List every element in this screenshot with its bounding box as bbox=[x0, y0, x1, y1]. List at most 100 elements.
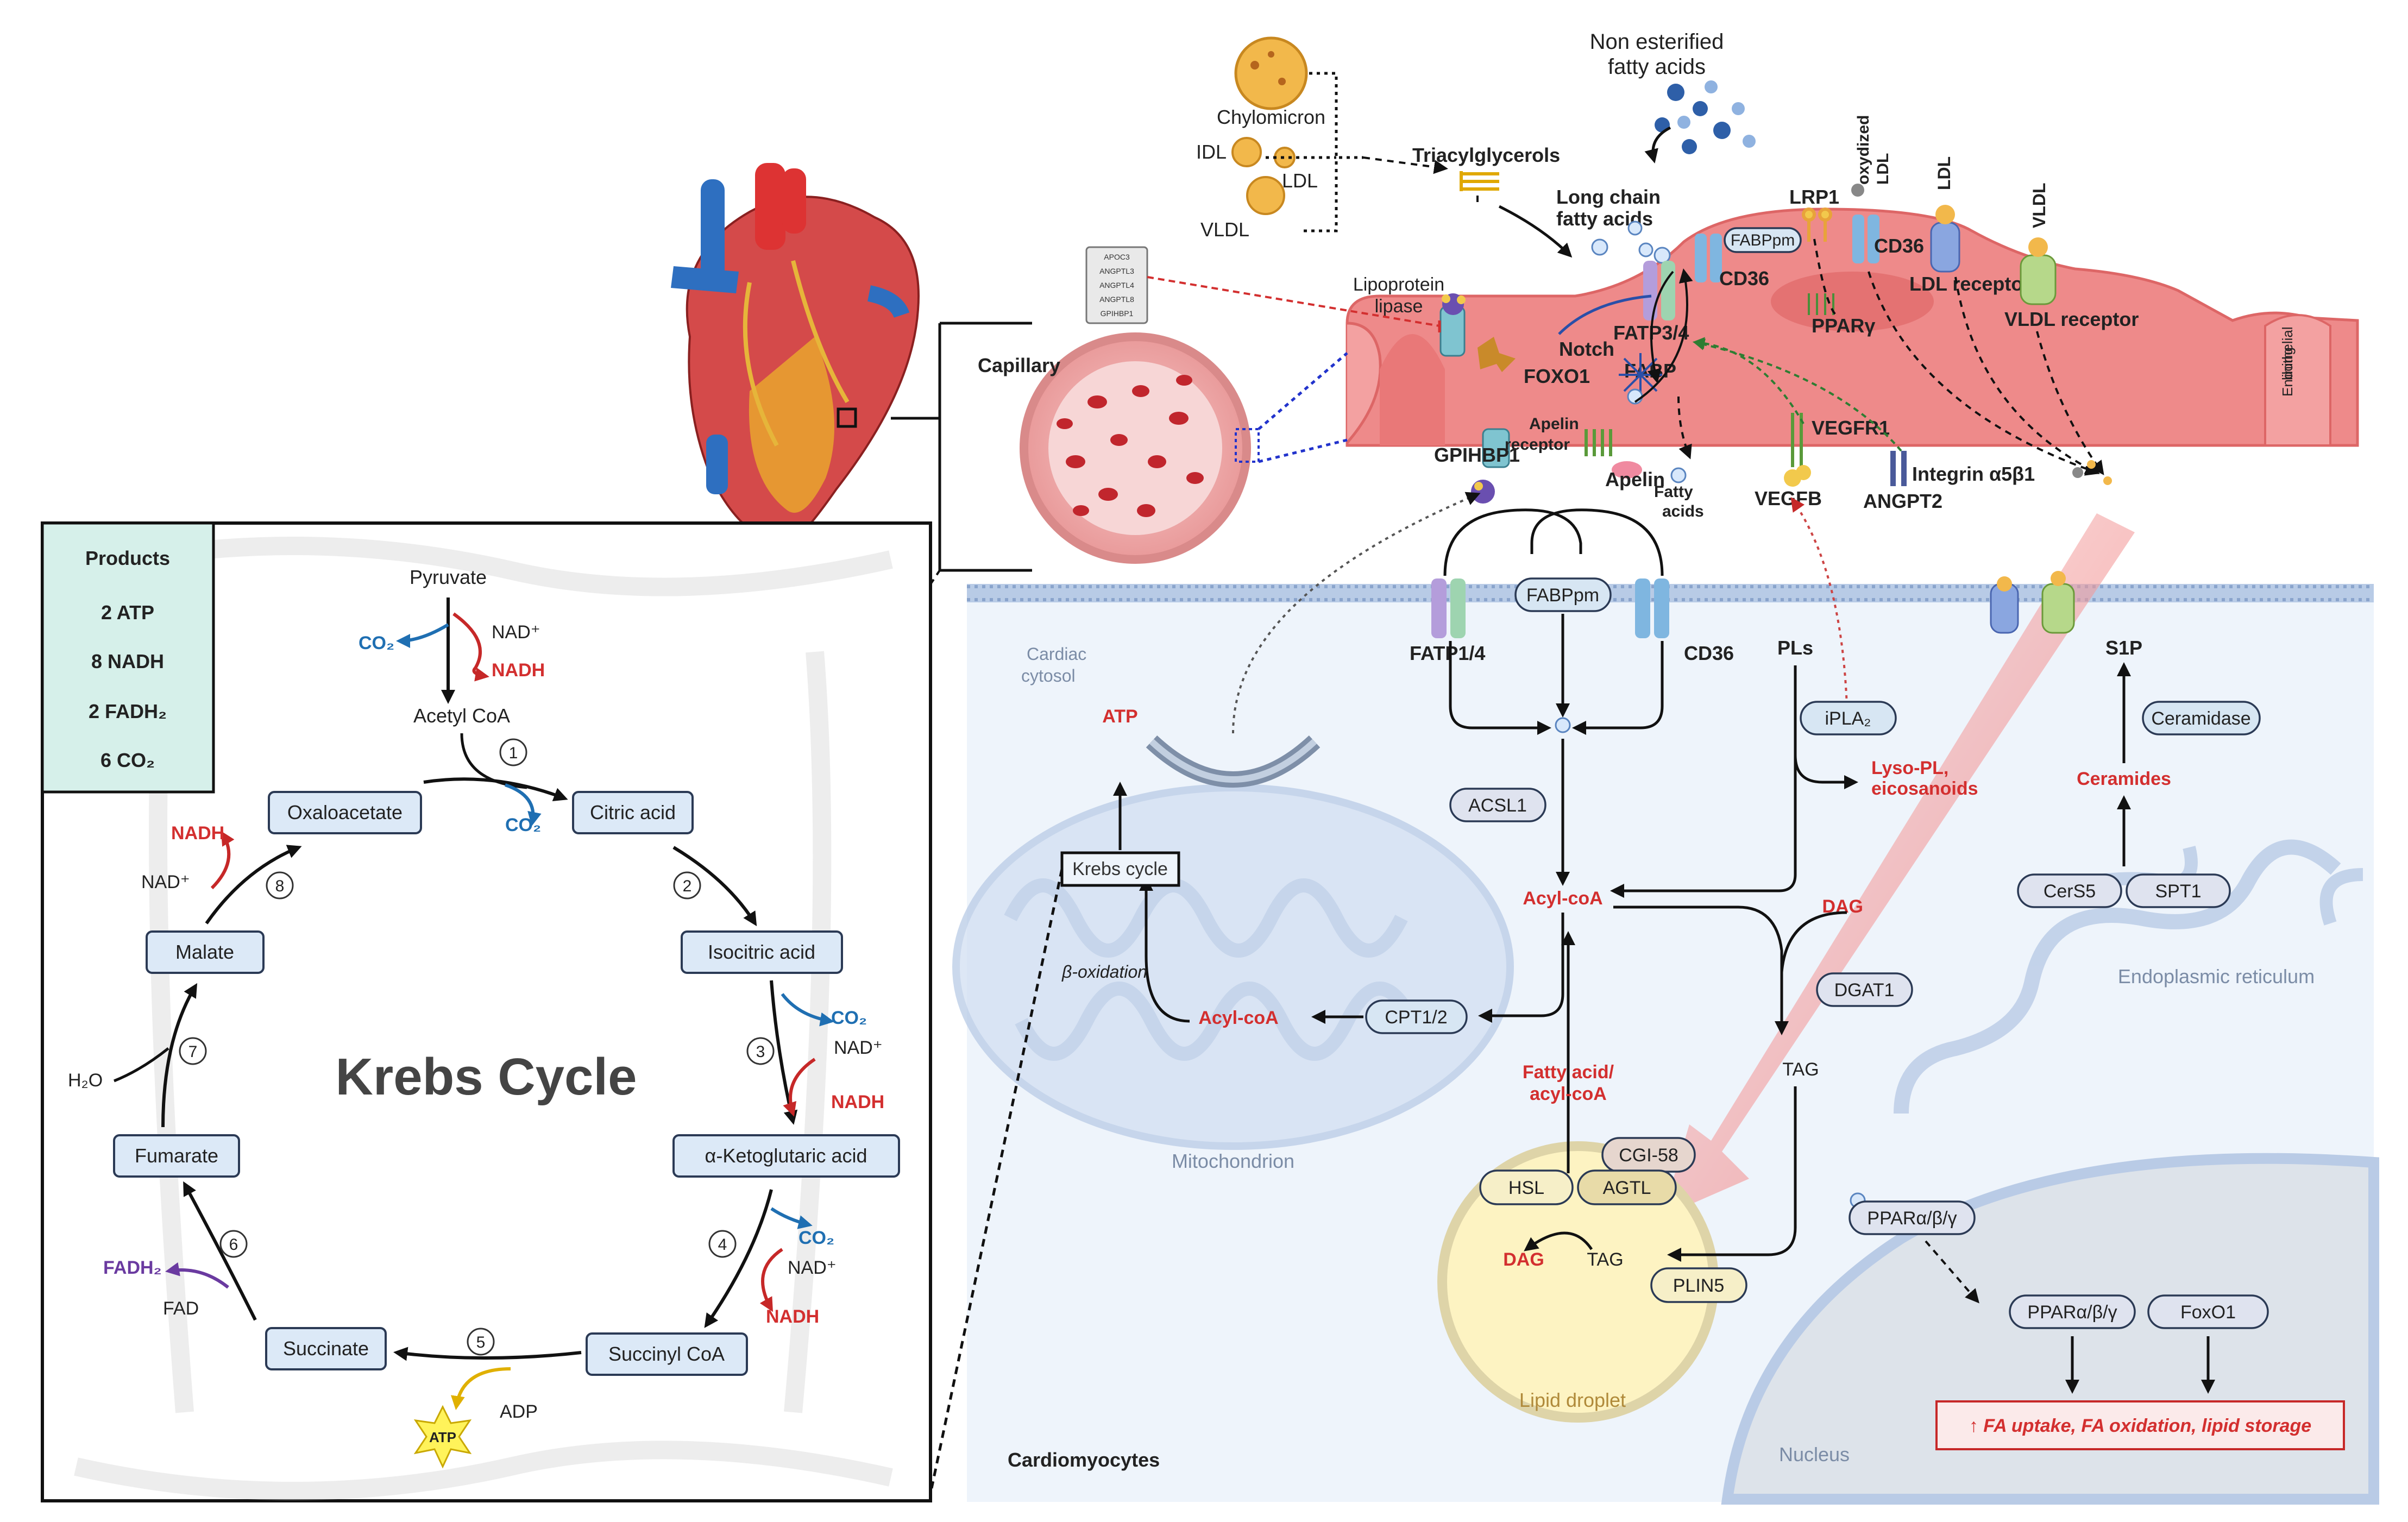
apelin-receptor-icon bbox=[1585, 429, 1612, 456]
ldl-top-label: LDL bbox=[1934, 156, 1954, 190]
vldl-receptor-icon bbox=[2020, 237, 2057, 305]
triacylglycerols-label: Triacylglycerols bbox=[1412, 144, 1560, 166]
svg-text:APOC3: APOC3 bbox=[1104, 253, 1130, 261]
krebs-node-malate: Malate bbox=[146, 930, 265, 974]
foxo1-nuc-pill bbox=[2147, 1294, 2269, 1329]
nucleus-label: Nucleus bbox=[1779, 1443, 1850, 1466]
acyl-coa-mito-label: Acyl-coA bbox=[1198, 1008, 1278, 1028]
svg-text:5: 5 bbox=[476, 1334, 486, 1351]
vldl-receptor-cardio-icon bbox=[2041, 571, 2075, 634]
dgat1-label: DGAT1 bbox=[1834, 980, 1895, 1001]
vegfr1-label: VEGFR1 bbox=[1812, 417, 1890, 439]
agtl-label: AGTL bbox=[1603, 1178, 1651, 1198]
foxo1-nuc-label: FoxO1 bbox=[2180, 1302, 2236, 1323]
co2-step3: CO₂ bbox=[831, 1008, 867, 1028]
ppar-cyto-label: PPARα/β/γ bbox=[1867, 1208, 1957, 1229]
foxo1-icon bbox=[1478, 337, 1516, 372]
vldl-label: VLDL bbox=[1200, 218, 1249, 241]
gpihbp1-label: GPIHBP1 bbox=[1434, 444, 1520, 466]
idl-label: IDL bbox=[1196, 141, 1227, 163]
products-box bbox=[41, 521, 215, 794]
svg-text:Succinyl CoA: Succinyl CoA bbox=[608, 1343, 725, 1365]
ldl-receptor-cardio-icon bbox=[1990, 576, 2019, 634]
cell-membrane bbox=[967, 584, 2374, 602]
vegfb-label: VEGFB bbox=[1755, 487, 1822, 510]
svg-text:α-Ketoglutaric acid: α-Ketoglutaric acid bbox=[705, 1144, 867, 1167]
product-fadh2: 2 FADH₂ bbox=[89, 700, 167, 722]
svg-text:ATP: ATP bbox=[429, 1429, 456, 1445]
fatty-acid-release-dots bbox=[2072, 460, 2112, 485]
beta-oxidation-label: β-oxidation bbox=[1061, 962, 1147, 982]
integrin-label: Integrin α5β1 bbox=[1912, 463, 2035, 485]
fabppm-cardio-label: FABPpm bbox=[1526, 585, 1599, 606]
cpt12-pill bbox=[1365, 999, 1468, 1034]
lrp1-label: LRP1 bbox=[1789, 186, 1839, 208]
svg-text:6: 6 bbox=[229, 1236, 238, 1254]
notch-icon bbox=[1558, 294, 1652, 335]
mitochondrion-label: Mitochondrion bbox=[1172, 1150, 1294, 1172]
outcome-box bbox=[1935, 1400, 2345, 1450]
nadh-step4: NADH bbox=[766, 1306, 819, 1327]
products-heading: Products bbox=[85, 547, 170, 569]
plin5-label: PLIN5 bbox=[1673, 1275, 1725, 1296]
hsl-pill bbox=[1479, 1169, 1574, 1205]
acsl1-pill bbox=[1449, 788, 1546, 822]
ldl-receptor-icon bbox=[1930, 205, 1960, 273]
ppar-nuc-label: PPARα/β/γ bbox=[2027, 1302, 2117, 1323]
cers5-pill bbox=[2017, 873, 2122, 908]
cardiomyocytes-title: Cardiomyocytes bbox=[1008, 1449, 1160, 1471]
fatp14-icon bbox=[1431, 578, 1466, 638]
atp-burst-icon: ATP bbox=[413, 1405, 472, 1469]
pls-label: PLs bbox=[1777, 637, 1813, 659]
er-label: Endoplasmic reticulum bbox=[2118, 965, 2315, 988]
endothelial-lining-label: Endotheliallining bbox=[2279, 326, 2296, 397]
krebs-node-fumarate: Fumarate bbox=[113, 1134, 240, 1178]
lpl-regulators-list: APOC3 ANGPTL3 ANGPTL4 ANGPTL8 GPIHBP1 bbox=[1099, 253, 1134, 318]
ld-dag-label: DAG bbox=[1503, 1249, 1544, 1270]
fabppm-cardio-pill bbox=[1514, 577, 1612, 612]
adp-label: ADP bbox=[500, 1401, 538, 1422]
svg-text:GPIHBP1: GPIHBP1 bbox=[1101, 309, 1134, 318]
cd36-cardio-icon bbox=[1635, 578, 1669, 638]
h2o-label: H₂O bbox=[68, 1070, 103, 1091]
nad-step4: NAD⁺ bbox=[788, 1257, 837, 1278]
svg-text:Malate: Malate bbox=[175, 941, 234, 963]
svg-text:3: 3 bbox=[756, 1043, 765, 1061]
acetyl-coa-label: Acetyl CoA bbox=[413, 705, 510, 727]
co2-step1: CO₂ bbox=[505, 815, 541, 835]
svg-text:Succinate: Succinate bbox=[283, 1337, 369, 1360]
capillary-cross-section bbox=[1020, 332, 1251, 564]
nefa-molecules-icon bbox=[1655, 80, 1756, 154]
ppar-gamma-label: PPARγ bbox=[1812, 315, 1875, 337]
krebs-node-oxaloacetate: Oxaloacetate bbox=[268, 791, 422, 834]
heart-icon bbox=[671, 163, 920, 545]
ld-tag-label: TAG bbox=[1587, 1249, 1623, 1270]
cpt12-label: CPT1/2 bbox=[1385, 1007, 1447, 1028]
plin5-pill bbox=[1650, 1267, 1747, 1303]
fabppm-endothelial-pill bbox=[1724, 227, 1802, 253]
krebs-cycle-label: Krebs cycle bbox=[1072, 859, 1168, 879]
s1p-label: S1P bbox=[2105, 637, 2142, 659]
tag-label: TAG bbox=[1782, 1059, 1819, 1080]
krebs-node-succinate: Succinate bbox=[265, 1327, 387, 1370]
svg-text:1: 1 bbox=[509, 744, 518, 762]
oxidized-ldl-icon bbox=[1851, 184, 1864, 197]
acyl-coa-label: Acyl-coA bbox=[1523, 888, 1602, 909]
nad-step3: NAD⁺ bbox=[834, 1037, 883, 1058]
krebs-cycle-title: Krebs Cycle bbox=[336, 1048, 637, 1106]
ldl-receptor-label: LDL receptor bbox=[1909, 273, 2030, 295]
product-nadh: 8 NADH bbox=[91, 650, 164, 672]
fabppm-endothelial-label: FABPpm bbox=[1731, 231, 1795, 249]
mitochondrion bbox=[952, 784, 1514, 1150]
nad-pyruvate: NAD⁺ bbox=[492, 622, 540, 643]
chylomicron-label: Chylomicron bbox=[1217, 106, 1325, 128]
lyso-pl-label: Lyso-PL,eicosanoids bbox=[1871, 758, 1978, 799]
svg-text:Fumarate: Fumarate bbox=[135, 1144, 218, 1167]
svg-text:ANGPTL3: ANGPTL3 bbox=[1099, 267, 1134, 275]
